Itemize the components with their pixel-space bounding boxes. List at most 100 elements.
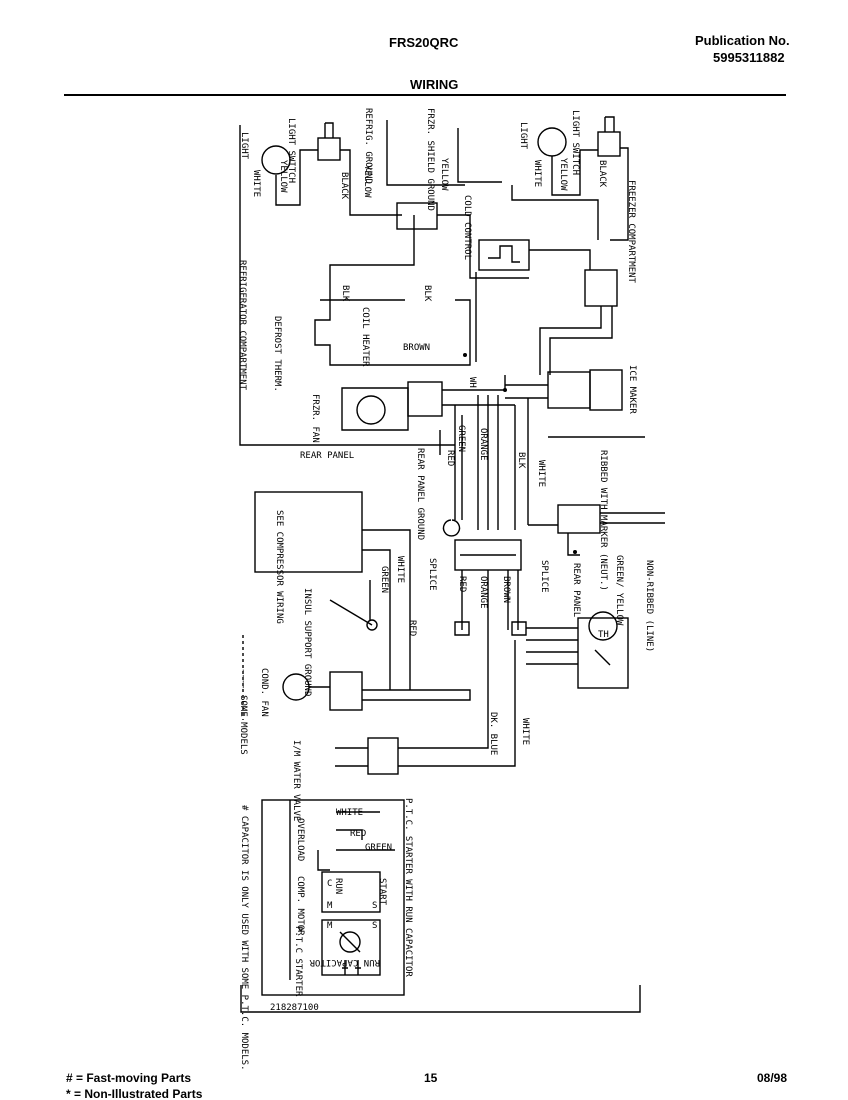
label-green-ptc: GREEN <box>365 843 392 853</box>
label-green-yellow: GREEN/ YELLOW <box>614 555 624 626</box>
label-white-refrig: WHITE <box>251 170 261 197</box>
label-red-ptc: RED <box>350 829 366 839</box>
label-brown-splice: BROWN <box>501 576 511 603</box>
label-some-models: ---- SOME MODELS <box>238 668 248 755</box>
publication-number: 5995311882 <box>713 50 785 65</box>
label-blk-harness: BLK <box>516 452 526 469</box>
label-s: S <box>372 901 377 911</box>
legend-fast-moving: # = Fast-moving Parts <box>66 1071 192 1085</box>
insul-support-ground <box>366 619 378 631</box>
line-cord-connector <box>557 504 601 534</box>
defrost-timer-box <box>577 617 629 689</box>
legend-non-illustrated: * = Non-Illustrated Parts <box>66 1087 203 1099</box>
label-ice-maker: ICE MAKER <box>627 365 637 414</box>
label-white-harness: WHITE <box>536 460 546 487</box>
label-water-valve: I/M WATER VALVE <box>291 740 301 821</box>
page-number: 15 <box>424 1071 438 1085</box>
label-frzr-fan: FRZR. FAN <box>310 394 320 443</box>
label-m2: M <box>327 921 333 931</box>
label-orange-harness: ORANGE <box>478 428 488 461</box>
label-splice-left: SPLICE <box>427 558 437 591</box>
refrigerator-light <box>261 145 291 175</box>
ptc-starter <box>321 919 381 976</box>
label-light-refrig: LIGHT <box>239 132 249 160</box>
label-ptc-title: P.T.C. STARTER WITH RUN CAPACITOR <box>403 798 413 977</box>
refrigerator-light-switch <box>317 137 341 161</box>
label-coil-heater: COIL HEATER <box>360 307 370 367</box>
label-white-compressor: WHITE <box>395 556 405 583</box>
label-brown-heater: BROWN <box>403 343 430 353</box>
compressor-wiring-box <box>254 491 363 573</box>
label-black-freezer: BLACK <box>597 160 607 188</box>
label-black-refrig: BLACK <box>339 172 349 200</box>
freezer-fan-motor <box>356 395 386 425</box>
label-red-lower: RED <box>407 620 417 636</box>
label-blk-2: BLK <box>422 285 432 302</box>
label-splice-right: SPLICE <box>539 560 549 593</box>
header-rule <box>64 94 786 96</box>
label-s2: S <box>372 921 377 931</box>
label-refrigerator-compartment: REFRIGERATOR COMPARTMENT <box>237 260 247 391</box>
freezer-light <box>537 127 567 157</box>
cold-control <box>478 239 530 271</box>
label-th: TH <box>598 630 609 640</box>
label-freezer-compartment: FREEZER COMPARTMENT <box>626 180 636 284</box>
label-rear-panel: REAR PANEL <box>300 451 354 461</box>
label-cold-control: COLD CONTROL <box>462 195 472 260</box>
label-yellow-ground: YELLOW <box>362 165 372 198</box>
freezer-light-switch <box>597 131 621 157</box>
rear-panel-ground <box>442 519 461 537</box>
label-red-splice: RED <box>457 576 467 592</box>
diagram-id: 218287100 <box>270 1003 319 1013</box>
label-red-harness: RED <box>445 450 455 466</box>
label-white-freezer: WHITE <box>532 160 542 187</box>
label-white-valve: WHITE <box>520 718 530 745</box>
label-defrost-therm: DEFROST THERM. <box>272 316 282 392</box>
ice-maker-connector <box>547 371 591 409</box>
section-title: WIRING <box>410 77 459 92</box>
label-m: M <box>327 901 333 911</box>
publication-label: Publication No. <box>695 33 790 48</box>
revision-date: 08/98 <box>757 1071 788 1085</box>
label-orange-splice: ORANGE <box>478 576 488 609</box>
label-yellow-shield: YELLOW <box>439 158 449 191</box>
label-frzr-shield-ground: FRZR. SHIELD GROUND <box>425 108 435 211</box>
cold-control-connector <box>396 202 438 230</box>
coil-heater-circuit <box>314 299 471 366</box>
label-dk-blue: DK. BLUE <box>488 712 498 755</box>
label-insul-support-ground: INSUL SUPPORT GROUND <box>302 588 312 696</box>
label-start: START <box>377 878 387 906</box>
label-overload: OVERLOAD <box>295 818 305 861</box>
refrigerator-compartment-boundary <box>239 125 455 446</box>
label-capacitor-note: # CAPACITOR IS ONLY USED WITH SOME P.T.C… <box>239 805 249 1071</box>
condenser-fan-connector <box>329 671 363 711</box>
label-see-compressor-wiring: SEE COMPRESSOR WIRING <box>274 510 284 624</box>
label-green-harness: GREEN <box>456 425 466 452</box>
label-rear-panel-ground-right: REAR PANEL <box>571 563 581 617</box>
label-ptc-starter: P.T.C STARTER <box>293 926 303 997</box>
label-yellow-freezer: YELLOW <box>558 158 568 191</box>
label-run: RUN <box>333 878 343 894</box>
label-c: C <box>327 879 332 889</box>
label-light-switch-refrig: LIGHT SWITCH <box>286 118 296 183</box>
label-cond-fan: COND. FAN <box>259 668 269 717</box>
label-blk-1: BLK <box>340 285 350 302</box>
label-light-freezer: LIGHT <box>518 122 528 150</box>
label-white-ptc: WHITE <box>336 808 363 818</box>
label-green-compressor: GREEN <box>379 566 389 593</box>
label-run-capacitor: RUN CAPACITOR <box>309 957 380 967</box>
label-yellow-refrig: YELLOW <box>278 160 288 193</box>
comp-motor <box>321 871 381 913</box>
label-ribbed-with-marker: RIBBED WITH MARKER (NEUT.) <box>598 450 608 591</box>
water-valve-connector <box>367 737 399 775</box>
diagram-labels: LIGHT WHITE LIGHT SWITCH YELLOW BLACK RE… <box>237 108 654 1071</box>
model-number: FRS20QRC <box>389 35 459 50</box>
freezer-compartment-connector <box>584 269 618 307</box>
label-light-switch-freezer: LIGHT SWITCH <box>570 110 580 175</box>
label-comp-motor: COMP. MOTOR <box>295 876 305 936</box>
ptc-starter-box <box>261 799 405 996</box>
freezer-fan-connector <box>407 381 443 417</box>
label-wh-harness: WH <box>467 377 477 388</box>
label-non-ribbed-line: NON-RIBBED (LINE) <box>644 560 654 652</box>
